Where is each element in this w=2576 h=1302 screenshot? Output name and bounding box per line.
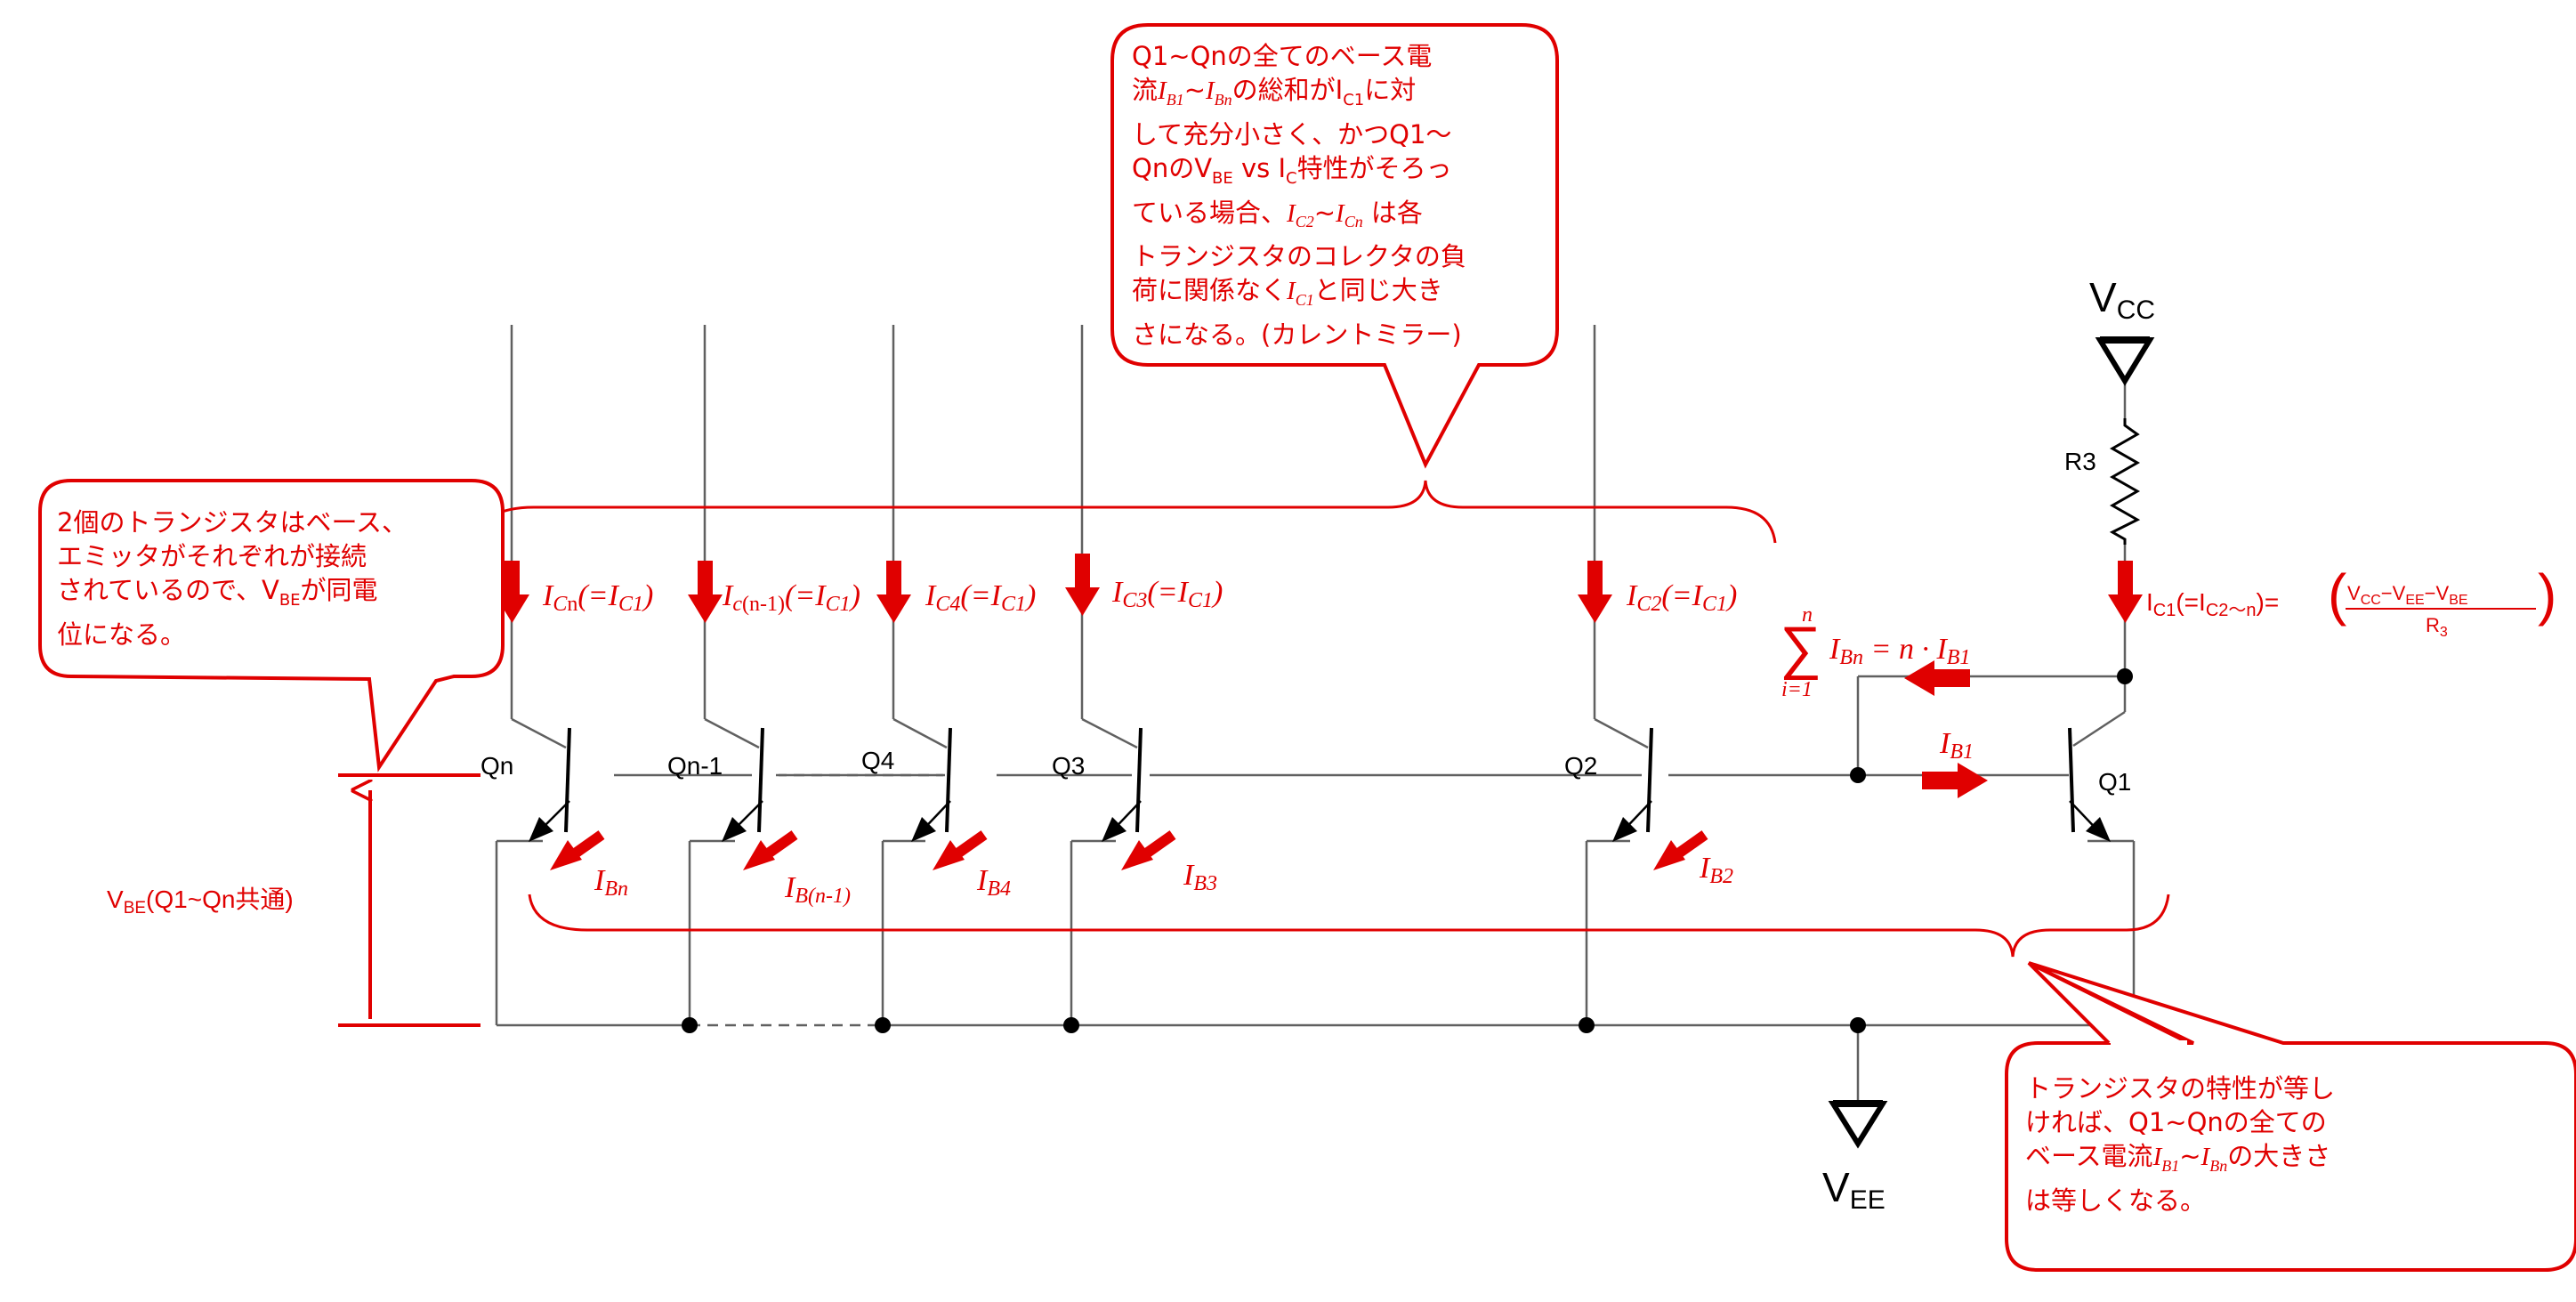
vbe-indicator (338, 773, 480, 1027)
ib1-label: IB1 (1939, 727, 1974, 764)
vee-symbol (1828, 1100, 1888, 1149)
bottom-callout-text: トランジスタの特性が等し ければ、Q1~Qnの全ての ベース電流IB1~IBnの… (2025, 1072, 2559, 1217)
bottom-callout-line-3: ベース電流IB1~IBnの大きさ (2025, 1141, 2331, 1175)
ib2-label: IB2 (1699, 852, 1733, 888)
r3-label: R3 (2064, 448, 2096, 475)
left-callout-line-3: されているので、VBEが同電 (57, 575, 378, 610)
emitter-arrowheads (529, 817, 2111, 842)
sum-top: n (1802, 603, 1813, 627)
base-current-labels: IB1 IBn IB(n-1) IB4 IB3 IB2 (594, 727, 1974, 908)
ib3-label: IB3 (1183, 859, 1217, 895)
ic1-formula-numerator: VCC−VEE−VBE (2347, 582, 2468, 608)
bottom-callout-tail (2027, 961, 2190, 1045)
left-callout-line-4: 位になる。 (57, 619, 187, 650)
ic1-formula-rparen: ) (2538, 562, 2556, 627)
sum-symbol: ∑ (1780, 614, 1821, 680)
vcc-label: VCC (2089, 274, 2155, 325)
ic1-formula-lhs: IC1(=IC2～n)= (2146, 588, 2279, 620)
wires (495, 325, 2136, 1102)
top-callout-line-4: QnのVBE vs IC特性がそろっ (1132, 152, 1452, 188)
q2-label: Q2 (1564, 752, 1597, 780)
qn1-label: Qn-1 (667, 752, 723, 780)
sum-formula: n ∑ i=1 IBn = n · IB1 (1780, 603, 1970, 701)
ic1-formula-denominator: R3 (2426, 614, 2448, 640)
left-callout-text: 2個のトランジスタはベース、 エミッタがそれぞれが接続 されているので、VBEが… (57, 505, 502, 651)
q3-label: Q3 (1052, 752, 1085, 780)
bottom-callout-line-4: は等しくなる。 (2025, 1185, 2207, 1216)
left-callout-line-2: エミッタがそれぞれが接続 (57, 541, 367, 571)
top-callout-line-5: ている場合、IC2~ICn は各 (1132, 197, 1423, 231)
bottom-callout-line-1: トランジスタの特性が等し (2025, 1073, 2336, 1104)
bottom-callout-bubble (2005, 961, 2576, 1272)
q1-label: Q1 (2098, 768, 2131, 796)
qn-label: Qn (480, 752, 513, 780)
collector-current-labels: ICn(=IC1) Ic(n-1)(=IC1) IC4(=IC1) IC3(=I… (542, 576, 1737, 616)
vbe-label: VBE(Q1~Qn共通) (107, 886, 294, 918)
vcc-symbol (2095, 336, 2155, 386)
top-callout-line-7: 荷に関係なくIC1と同じ大き (1132, 275, 1443, 310)
base-current-arrowheads (550, 840, 1685, 870)
ibn1-label: IB(n-1) (784, 871, 851, 908)
bottom-brace (528, 894, 2170, 958)
sum-body: IBn = n · IB1 (1829, 633, 1970, 669)
r3-resistor (2109, 418, 2141, 545)
ic3-label: IC3(=IC1) (1111, 576, 1223, 612)
ic2-label: IC2(=IC1) (1626, 579, 1737, 616)
ib4-label: IB4 (976, 864, 1011, 901)
top-callout-line-2: 流IB1~IBnの総和がIC1に対 (1132, 75, 1417, 109)
top-callout-line-8: さになる。(カレントミラー) (1132, 319, 1462, 351)
sum-bottom: i=1 (1781, 678, 1813, 701)
left-callout-line-1: 2個のトランジスタはベース、 (57, 507, 408, 538)
ic1-formula-lparen: ( (2328, 562, 2346, 627)
top-brace (474, 480, 1777, 544)
ibn-label: IBn (594, 864, 628, 901)
top-callout-text: Q1~Qnの全てのベース電 流IB1~IBnの総和がIC1に対 して充分小さく、… (1132, 39, 1550, 352)
vee-label: VEE (1822, 1164, 1886, 1215)
top-callout-line-1: Q1~Qnの全てのベース電 (1132, 41, 1433, 71)
ic4-label: IC4(=IC1) (925, 579, 1036, 616)
top-callout-bubble (1110, 23, 1559, 469)
icn1-label: Ic(n-1)(=IC1) (722, 579, 860, 616)
icn-label: ICn(=IC1) (542, 579, 653, 616)
ic1-formula: IC1(=IC2～n)= ( ) VCC−VEE−VBE R3 (2146, 562, 2556, 640)
top-callout-line-3: して充分小さく、かつQ1～ (1132, 118, 1452, 150)
bottom-callout-line-2: ければ、Q1~Qnの全ての (2025, 1107, 2327, 1137)
left-callout-bubble (38, 479, 505, 772)
top-callout-line-6: トランジスタのコレクタの負 (1132, 241, 1466, 272)
transistors (533, 727, 2104, 837)
q4-label: Q4 (861, 747, 894, 774)
junction-dots (682, 668, 2133, 1033)
